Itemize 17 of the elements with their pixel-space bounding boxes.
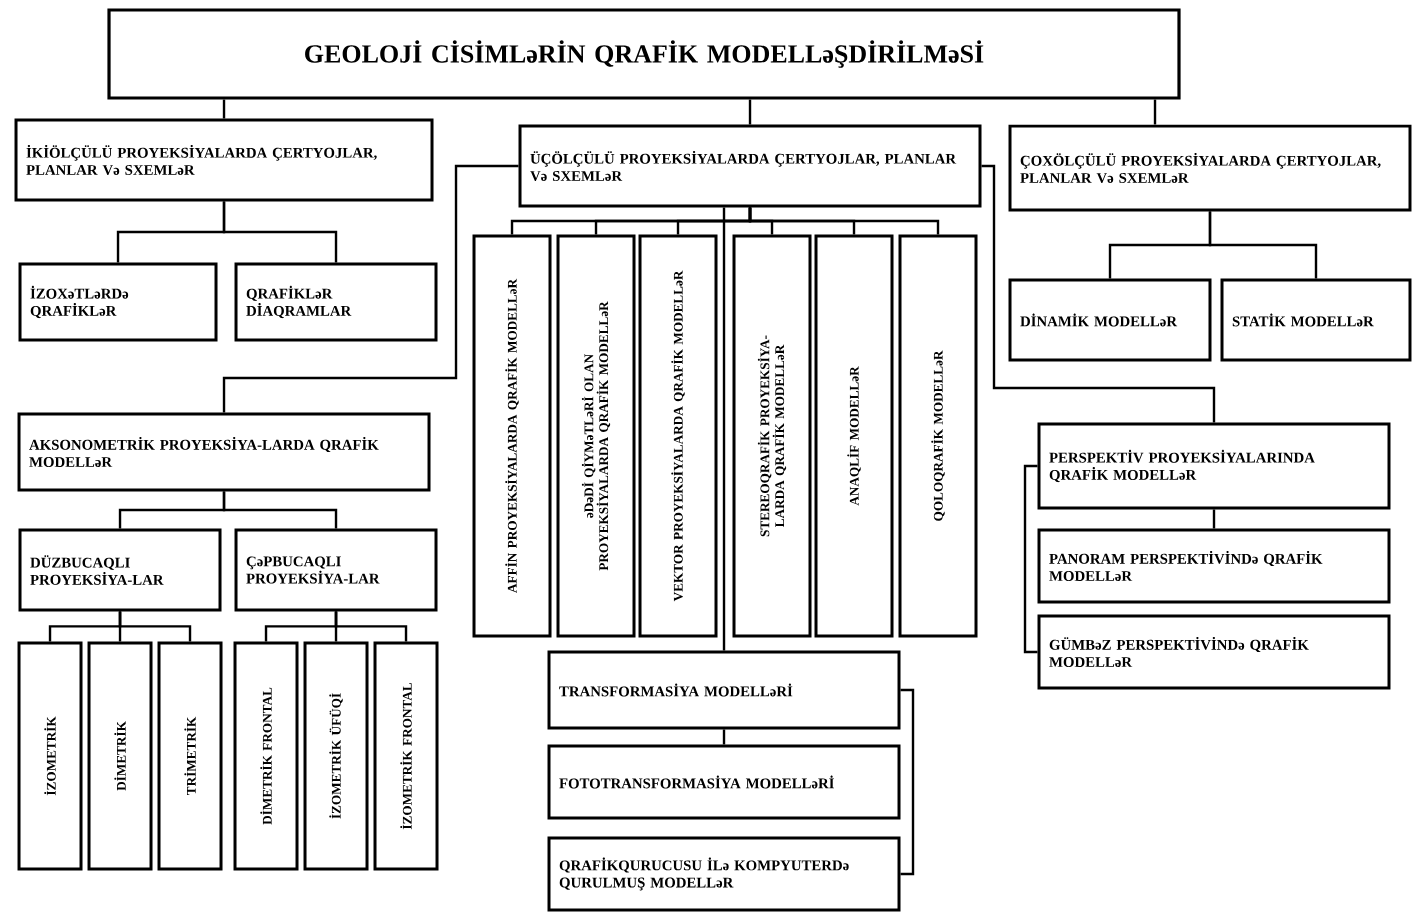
connector-line xyxy=(900,688,915,876)
connector-line xyxy=(1208,211,1318,279)
connector-line xyxy=(1023,464,1038,654)
connector-line xyxy=(981,164,1216,423)
connector-line xyxy=(222,99,226,119)
connector-line xyxy=(1153,99,1157,125)
connector-line xyxy=(1212,509,1216,529)
connector-line xyxy=(222,164,519,413)
connector-line xyxy=(222,201,338,263)
connector-line xyxy=(334,611,408,642)
connector-line xyxy=(118,611,192,642)
connector-line xyxy=(722,729,726,745)
connector-line xyxy=(748,207,940,235)
connector-line xyxy=(722,207,726,651)
connector-line xyxy=(748,99,752,125)
connector-line xyxy=(222,491,338,529)
title-box: GEOLOJİ CİSİMLəRİN QRAFİK MODELLəŞDİRİLMəSİ xyxy=(107,8,1181,100)
